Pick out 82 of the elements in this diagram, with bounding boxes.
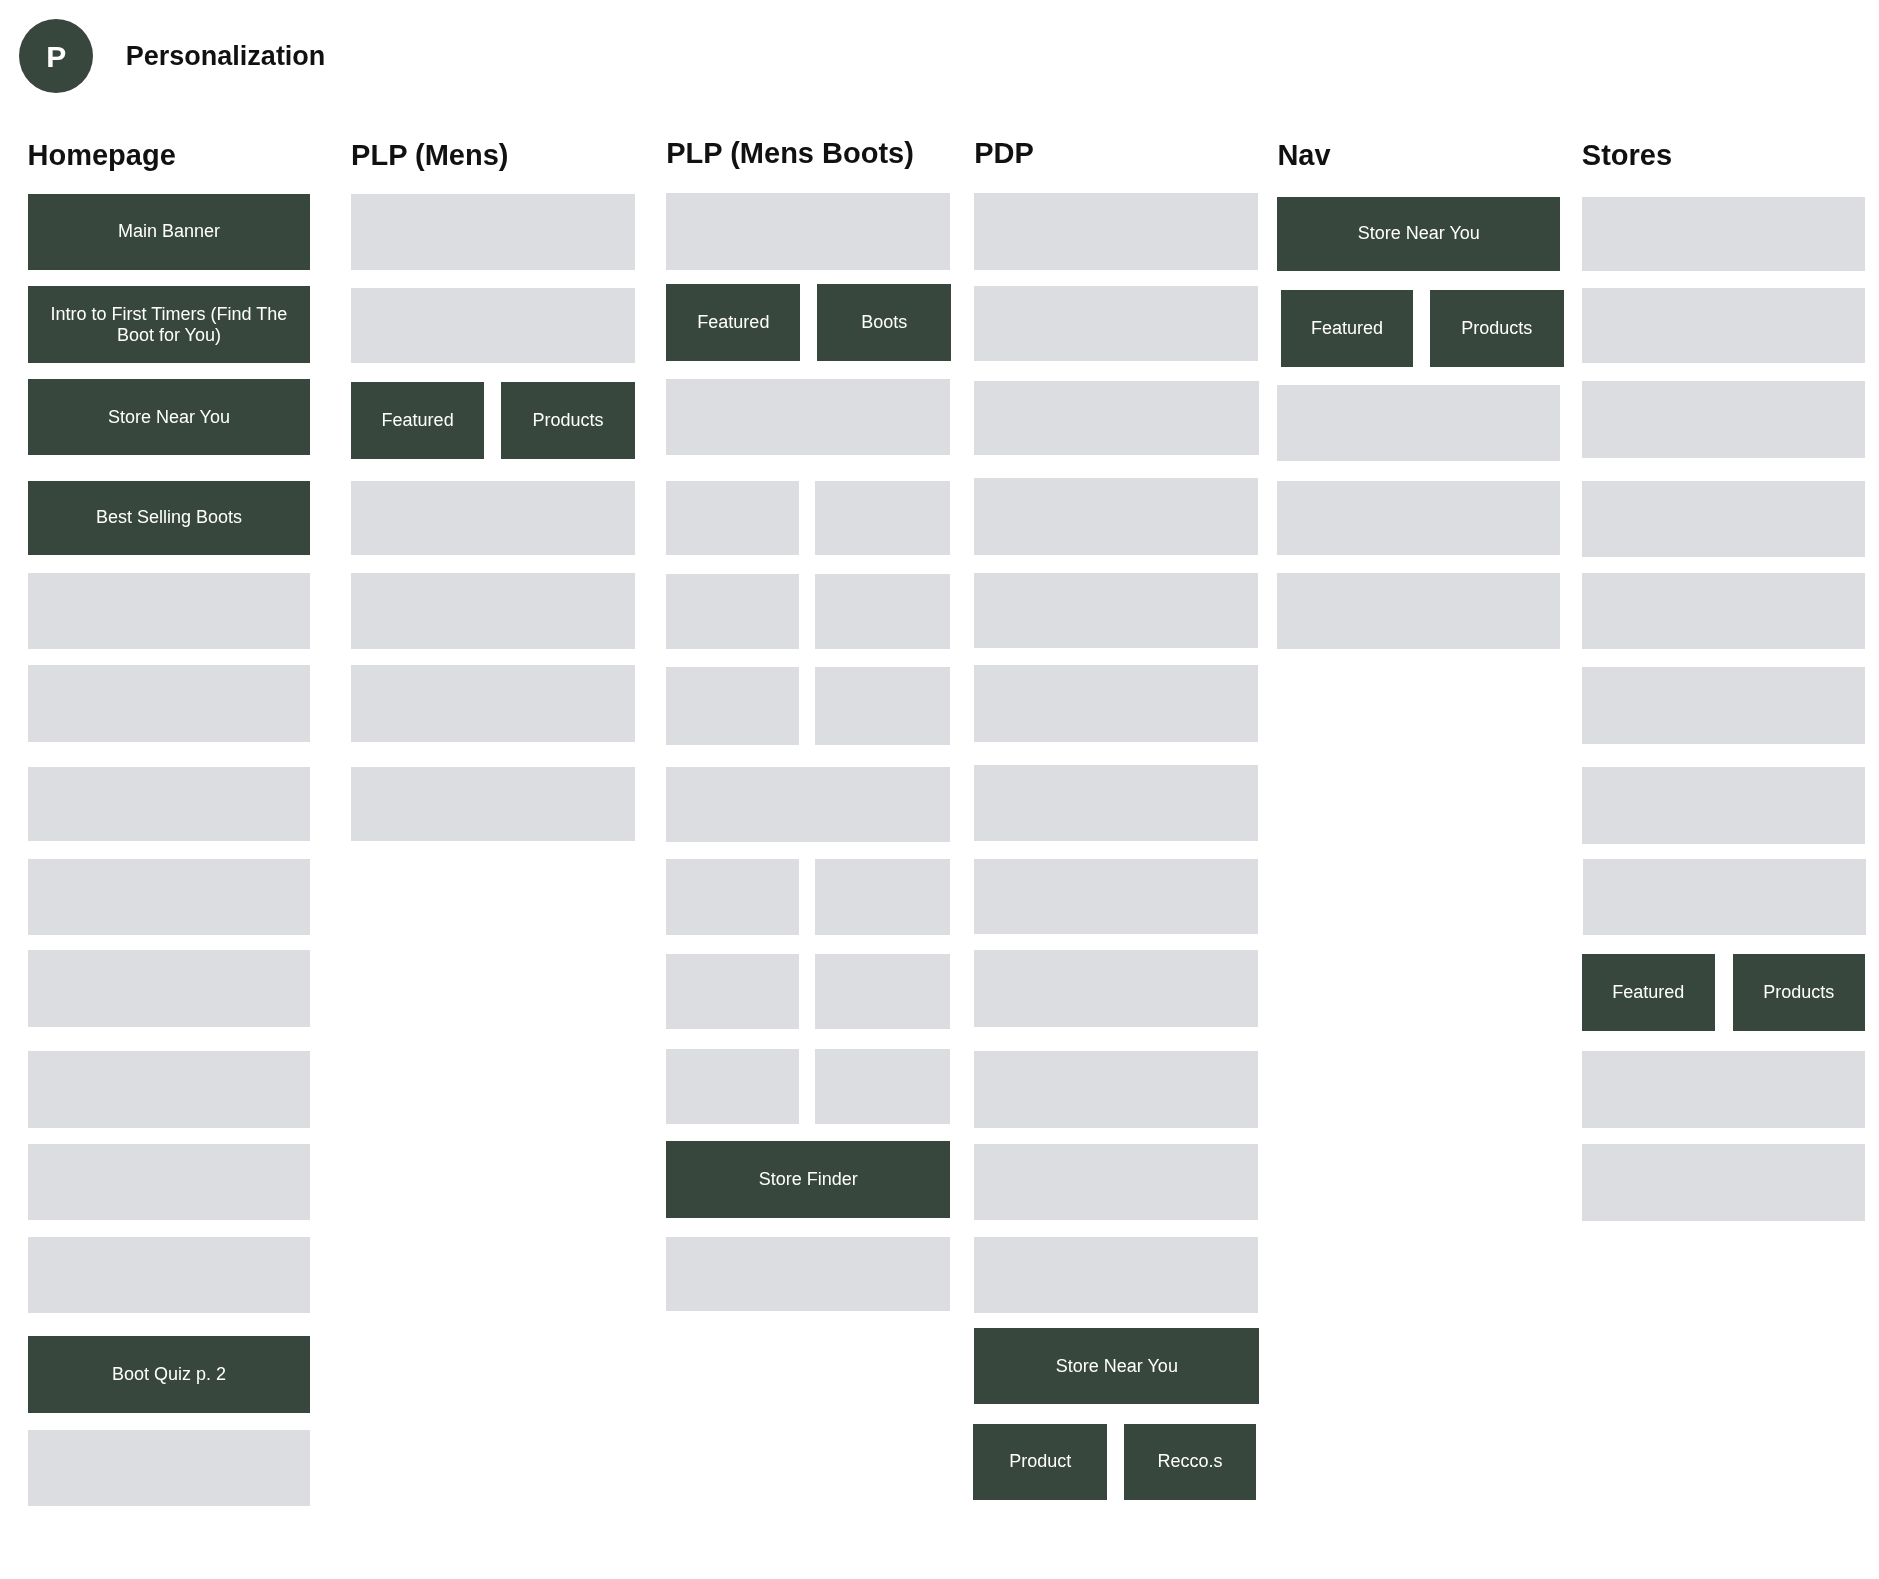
section-block: Main Banner xyxy=(27,194,311,270)
placeholder-block xyxy=(974,950,1259,1027)
placeholder-block xyxy=(814,667,951,746)
placeholder-block xyxy=(27,665,311,742)
section-block: Store Finder xyxy=(666,1140,951,1218)
placeholder-block xyxy=(27,1236,311,1314)
placeholder-block xyxy=(1277,384,1561,462)
placeholder-block xyxy=(351,480,636,555)
placeholder-block xyxy=(1581,1144,1865,1222)
placeholder-block xyxy=(351,766,636,842)
column-heading: Nav xyxy=(1277,139,1331,172)
section-block: Featured xyxy=(666,284,801,361)
placeholder-block xyxy=(27,950,311,1027)
placeholder-block xyxy=(1581,196,1865,271)
placeholder-block xyxy=(27,1144,311,1220)
placeholder-block xyxy=(974,1144,1259,1220)
section-block: Recco.s xyxy=(1124,1423,1256,1501)
placeholder-block xyxy=(1581,766,1865,844)
placeholder-block xyxy=(974,665,1259,742)
placeholder-block xyxy=(1581,1050,1865,1128)
section-block: Best Selling Boots xyxy=(27,480,311,555)
placeholder-block xyxy=(1581,287,1865,364)
placeholder-block xyxy=(666,378,951,456)
placeholder-block xyxy=(351,287,636,364)
placeholder-block xyxy=(1581,667,1865,745)
placeholder-block xyxy=(1581,572,1865,650)
column-heading: PLP (Mens Boots) xyxy=(666,136,914,170)
column-heading: Homepage xyxy=(27,139,176,172)
title: Personalization xyxy=(125,40,326,72)
placeholder-block xyxy=(1581,480,1865,558)
placeholder-block xyxy=(1581,381,1865,458)
placeholder-block xyxy=(666,1236,951,1311)
section-block: Featured xyxy=(1281,290,1413,367)
placeholder-block xyxy=(814,953,951,1030)
placeholder-block xyxy=(666,667,800,746)
placeholder-block xyxy=(666,859,800,935)
avatar-circle: P xyxy=(19,19,94,94)
placeholder-block xyxy=(974,1050,1259,1128)
placeholder-block xyxy=(27,766,311,842)
placeholder-block xyxy=(974,478,1259,555)
section-block: Intro to First Timers (Find The Boot for You) xyxy=(27,286,311,364)
placeholder-block xyxy=(1583,859,1866,935)
placeholder-block xyxy=(27,1050,311,1128)
section-block: Store Near You xyxy=(974,1327,1260,1405)
column-heading: PDP xyxy=(974,136,1034,170)
placeholder-block xyxy=(1277,572,1561,650)
placeholder-block xyxy=(27,859,311,935)
placeholder-block xyxy=(27,1429,311,1507)
placeholder-block xyxy=(814,859,951,935)
placeholder-block xyxy=(974,859,1259,934)
placeholder-block xyxy=(666,480,800,555)
placeholder-block xyxy=(814,480,951,555)
placeholder-block xyxy=(666,1048,800,1125)
placeholder-block xyxy=(974,192,1259,270)
placeholder-block xyxy=(1277,480,1561,555)
placeholder-block xyxy=(974,1236,1259,1314)
placeholder-block xyxy=(974,572,1259,649)
section-block: Products xyxy=(1732,953,1865,1031)
placeholder-block xyxy=(974,764,1259,842)
column-heading: PLP (Mens) xyxy=(351,139,509,172)
section-block: Products xyxy=(500,382,636,459)
placeholder-block xyxy=(974,381,1260,456)
section-block: Featured xyxy=(351,382,485,459)
placeholder-block xyxy=(27,572,311,650)
placeholder-block xyxy=(666,953,800,1030)
section-block: Store Near You xyxy=(1277,196,1561,271)
placeholder-block xyxy=(814,574,951,650)
section-block: Boots xyxy=(817,284,952,361)
placeholder-block xyxy=(666,192,951,270)
placeholder-block xyxy=(814,1048,951,1125)
section-block: Featured xyxy=(1581,953,1715,1031)
placeholder-block xyxy=(351,665,636,742)
placeholder-block xyxy=(974,286,1259,361)
column-heading: Stores xyxy=(1581,139,1673,172)
section-block: Product xyxy=(973,1423,1108,1501)
placeholder-block xyxy=(351,194,636,270)
placeholder-block xyxy=(666,766,951,843)
section-block: Store Near You xyxy=(27,378,311,456)
section-block: Products xyxy=(1429,290,1564,367)
placeholder-block xyxy=(351,572,636,650)
placeholder-block xyxy=(666,574,800,650)
section-block: Boot Quiz p. 2 xyxy=(27,1336,311,1413)
